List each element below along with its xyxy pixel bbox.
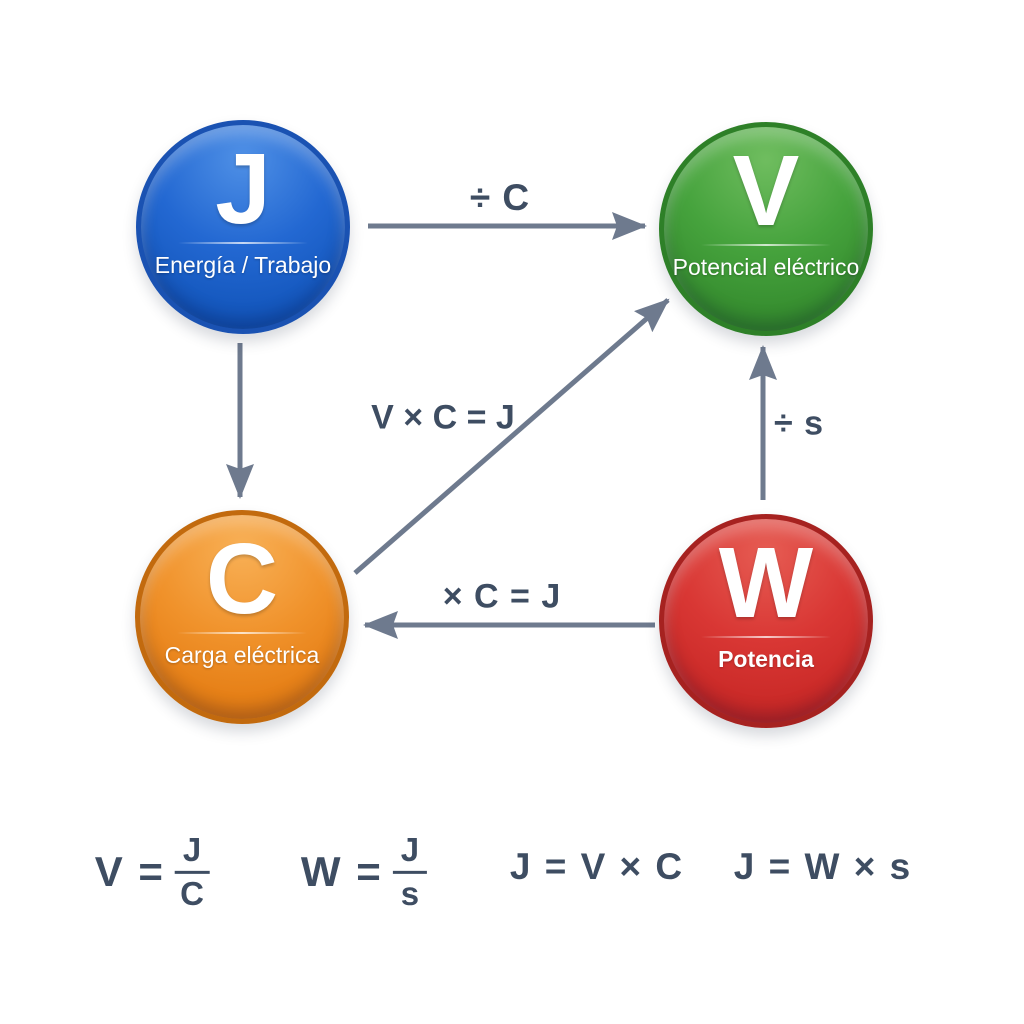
node-volt-label: Potencial eléctrico	[672, 254, 860, 280]
formula-text: J = V × C	[509, 846, 685, 887]
node-volt: V Potencial eléctrico	[659, 122, 873, 336]
node-watt: W Potencia	[659, 514, 873, 728]
formula-lhs: V =	[94, 848, 165, 895]
fraction-denominator: C	[180, 874, 205, 912]
node-volt-symbol: V	[732, 135, 800, 247]
arrow-c-to-v	[353, 298, 670, 575]
node-divider	[176, 632, 308, 634]
node-coulomb-symbol: C	[205, 523, 279, 635]
formula-j-equals-w-times-s: J = W × s	[734, 846, 912, 888]
node-coulomb: C Carga eléctrica	[135, 510, 349, 724]
node-joule: J Energía / Trabajo	[136, 120, 350, 334]
node-coulomb-label: Carga eléctrica	[164, 642, 320, 668]
formula-w-equals-j-over-s: W = J s	[300, 832, 428, 912]
node-joule-label: Energía / Trabajo	[154, 252, 332, 278]
node-divider	[700, 636, 832, 638]
node-divider	[700, 244, 832, 246]
node-watt-label: Potencia	[718, 646, 814, 672]
node-watt-symbol: W	[718, 527, 814, 639]
arrow-label-divide-by-s: ÷ s	[773, 404, 825, 443]
fraction-denominator: s	[400, 874, 420, 912]
fraction: J s	[392, 832, 428, 912]
fraction: J C	[174, 832, 210, 912]
formula-lhs: W =	[300, 848, 383, 895]
node-joule-symbol: J	[215, 133, 271, 245]
arrow-label-v-times-c-equals-j: V × C = J	[371, 398, 515, 437]
formula-j-equals-v-times-c: J = V × C	[510, 846, 684, 888]
fraction-numerator: J	[174, 832, 210, 874]
formula-text: J = W × s	[733, 846, 913, 887]
fraction-numerator: J	[392, 832, 428, 874]
node-divider	[177, 242, 309, 244]
arrow-label-times-c-equals-j: × C = J	[442, 577, 562, 616]
formula-v-equals-j-over-c: V = J C	[94, 832, 210, 912]
arrow-label-divide-by-c: ÷ C	[469, 177, 531, 218]
